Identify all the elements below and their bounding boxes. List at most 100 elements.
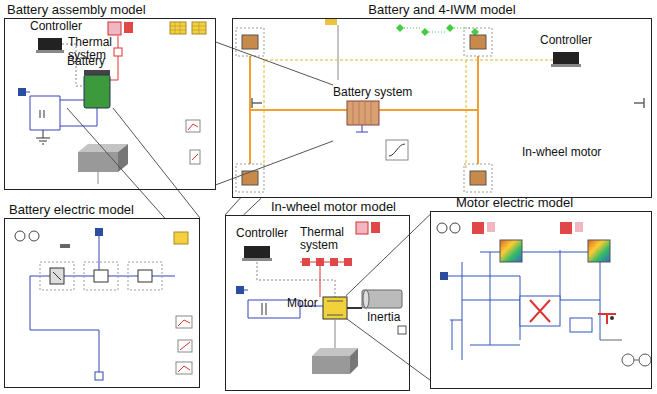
part-label: Thermal system — [300, 226, 352, 252]
battery-assembly-art — [192, 22, 206, 34]
vehicle-art — [236, 19, 644, 192]
vehicle-art — [264, 60, 553, 170]
part-label: Controller — [236, 227, 288, 240]
motor-assembly-art — [257, 262, 335, 297]
vehicle-art — [396, 24, 479, 36]
battery-assembly-art — [188, 124, 198, 130]
motor-assembly-art — [302, 258, 310, 266]
vehicle-art — [325, 19, 337, 25]
motor-assembly-art — [236, 222, 406, 374]
part-label: Controller — [30, 20, 82, 33]
part-label: Thermal system — [68, 36, 120, 62]
battery-assembly-art — [36, 50, 64, 53]
vehicle-art — [634, 98, 644, 108]
panel-heading: In-wheel motor model — [271, 199, 396, 214]
vehicle-art — [250, 56, 478, 164]
motor-assembly-art — [398, 326, 406, 334]
battery-assembly-art — [18, 88, 26, 96]
part-label: Controller — [540, 34, 592, 47]
panel-heading: Battery electric model — [9, 202, 134, 217]
motor-circuit-art — [440, 272, 448, 280]
motor-circuit-art — [520, 296, 560, 326]
battery-circuit-art — [29, 231, 39, 241]
zoom-line — [67, 108, 200, 218]
motor-assembly-art — [244, 246, 270, 258]
motor-circuit-art — [437, 223, 447, 233]
motor-circuit-art — [437, 222, 651, 366]
battery-circuit-art — [30, 236, 175, 372]
motor-assembly-art — [371, 222, 380, 233]
motor-assembly-art — [262, 303, 266, 315]
battery-assembly-art — [170, 22, 186, 34]
battery-assembly-art — [84, 75, 110, 108]
zoom-line — [346, 215, 430, 381]
model-panel: Motor electric model — [430, 211, 652, 389]
battery-assembly-art — [36, 130, 50, 144]
motor-circuit-art — [560, 222, 572, 234]
vehicle-art — [242, 35, 258, 49]
battery-circuit-art — [176, 316, 192, 328]
battery-assembly-art — [186, 120, 200, 132]
battery-assembly-art — [98, 172, 99, 184]
battery-assembly-art — [38, 38, 62, 50]
motor-circuit-art — [450, 223, 460, 233]
panel-heading: Battery assembly model — [7, 2, 146, 17]
battery-circuit-art — [15, 231, 25, 241]
motor-assembly-art — [362, 290, 402, 308]
battery-assembly-art — [84, 70, 110, 75]
motor-circuit-art — [472, 222, 484, 234]
vehicle-art — [464, 28, 492, 56]
motor-assembly-art — [312, 356, 350, 374]
battery-circuit-art — [84, 262, 118, 290]
component-node: Motor — [287, 296, 346, 318]
motor-assembly-art — [327, 301, 343, 315]
vehicle-art — [242, 171, 258, 185]
vehicle-art — [347, 101, 379, 125]
battery-circuit-art — [128, 262, 162, 290]
component-node: Battery system — [333, 85, 412, 141]
battery-assembly-art — [18, 22, 206, 184]
panel-heading: Motor electric model — [456, 195, 573, 210]
battery-assembly-art — [192, 22, 206, 34]
motor-circuit-art — [448, 250, 600, 360]
motor-circuit-art — [622, 354, 634, 366]
vehicle-art — [356, 125, 368, 132]
component-label: Motor — [287, 296, 318, 310]
vehicle-art — [464, 164, 492, 192]
panel-heading: Battery and 4-IWM model — [368, 2, 515, 17]
vehicle-art — [404, 28, 471, 32]
battery-assembly-art — [108, 22, 121, 35]
zoom-line — [225, 198, 261, 215]
motor-assembly-art — [363, 290, 369, 308]
battery-circuit-art — [138, 270, 152, 282]
motor-circuit-art — [530, 300, 550, 322]
battery-circuit-art — [178, 340, 192, 352]
vehicle-art — [353, 101, 371, 125]
motor-assembly-art — [330, 258, 338, 266]
vehicle-art — [338, 25, 339, 80]
component-node: Battery — [67, 54, 113, 108]
battery-circuit-art — [174, 232, 188, 244]
battery-assembly-art — [192, 154, 198, 160]
model-panel: Battery electric model — [4, 218, 200, 388]
vehicle-art — [389, 144, 405, 156]
part-label: In-wheel motor — [522, 146, 601, 159]
battery-circuit-art — [95, 372, 103, 380]
battery-circuit-art — [176, 362, 192, 374]
battery-circuit-art — [15, 228, 192, 380]
motor-assembly-art — [356, 222, 368, 234]
part-label: Inertia — [367, 311, 400, 324]
motor-circuit-art — [487, 222, 495, 232]
battery-circuit-art — [180, 342, 190, 350]
battery-assembly-art — [190, 150, 200, 164]
vehicle-art — [386, 140, 408, 160]
battery-assembly-art — [78, 152, 118, 172]
motor-circuit-art — [570, 318, 592, 332]
battery-circuit-art — [94, 270, 108, 282]
zoom-line — [216, 42, 333, 185]
battery-assembly-art — [170, 22, 186, 34]
motor-assembly-art — [312, 348, 358, 356]
motor-circuit-art — [598, 314, 616, 324]
battery-assembly-art — [114, 48, 122, 56]
